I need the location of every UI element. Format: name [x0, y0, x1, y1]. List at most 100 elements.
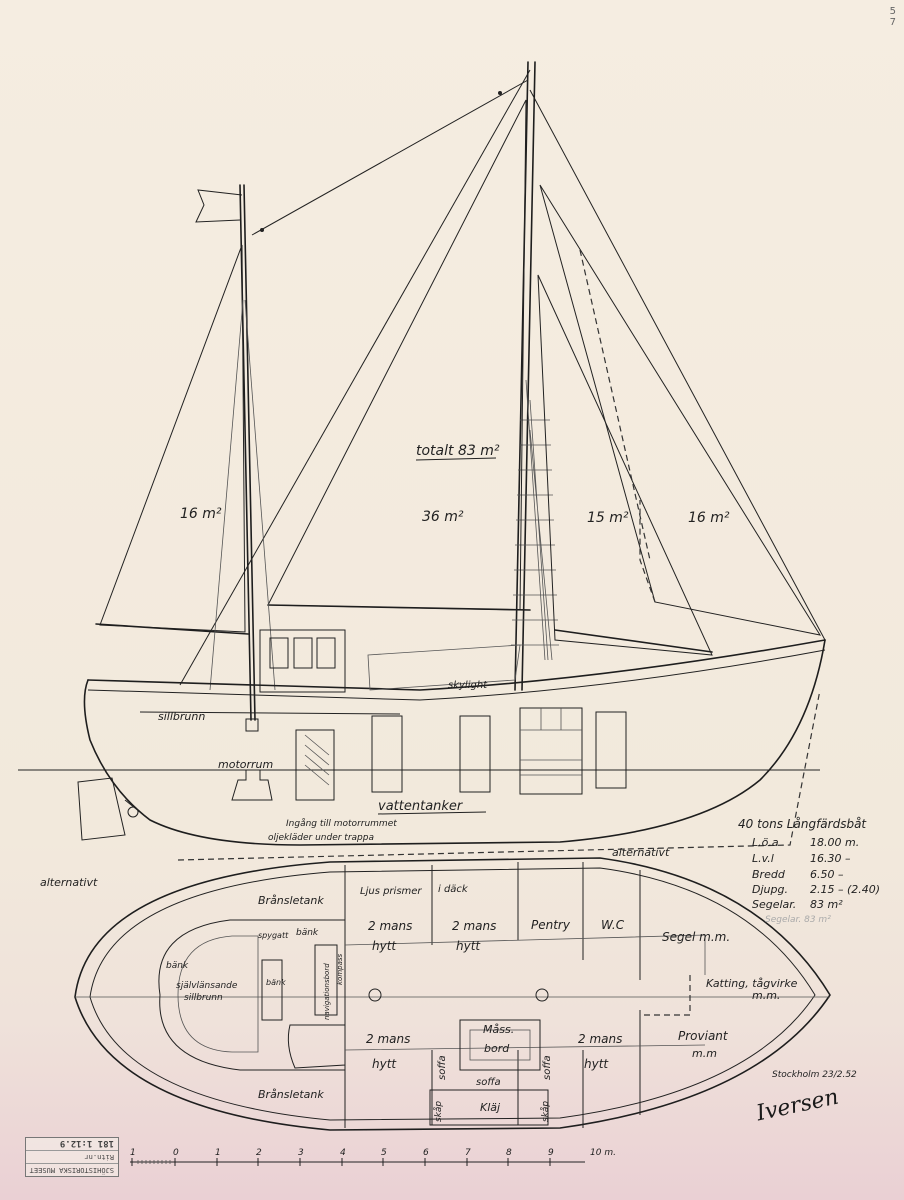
bank-top-label: bänk — [296, 928, 319, 938]
spec-value-segelar: 83 m² — [810, 898, 843, 911]
mizzen-sail — [99, 244, 246, 633]
mass-label: Måss. — [483, 1023, 514, 1036]
sillbrunn-plan-label: sillbrunn — [184, 993, 223, 1003]
i-dack-label: i däck — [438, 884, 469, 895]
mizzen-mast — [195, 184, 259, 732]
hytt-c-line2: hytt — [372, 1057, 397, 1071]
stamp-line1: SJÖHISTORISKA MUSEET — [26, 1163, 118, 1176]
hytt-d-line1: 2 mans — [578, 1032, 622, 1046]
triatic-stay — [251, 79, 529, 236]
bank-center-label: bänk — [266, 978, 286, 987]
skylight-label: skylight — [448, 680, 488, 691]
sillbrunn-label: sillbrunn — [158, 710, 205, 723]
scale-tick-6: 6 — [423, 1148, 429, 1158]
hytt-b-line1: 2 mans — [452, 919, 496, 933]
motorrum-label: motorrum — [218, 758, 273, 771]
ljus-prismer-label: Ljus prismer — [360, 886, 422, 897]
scale-tick-m1: 1 — [130, 1148, 136, 1158]
main-boom — [267, 604, 531, 611]
jib-area-label: 16 m² — [688, 510, 730, 526]
scale-tick-10: 10 m. — [590, 1148, 616, 1158]
staysail-boom — [554, 629, 713, 653]
kompass-label: kompass — [336, 953, 344, 985]
spec-label-loa: L.ö.a — [752, 836, 779, 849]
spec-faint-line: Segelar. 83 m² — [765, 915, 831, 925]
main-mast — [511, 61, 559, 691]
spec-value-loa: 18.00 m. — [810, 836, 859, 849]
spec-value-djupg: 2.15 – (2.40) — [810, 883, 880, 896]
ingang-label: Ingång till motorrummet — [286, 818, 397, 829]
corner-number-bottom: 7 — [889, 17, 896, 28]
spec-label-lvl: L.v.l — [752, 852, 774, 865]
sail-total-label: totalt 83 m² — [416, 443, 500, 459]
mast-step-fore — [535, 988, 549, 1002]
alternative-keel — [177, 689, 821, 861]
pentry-label: Pentry — [531, 918, 571, 932]
scale-tick-4: 4 — [340, 1148, 346, 1158]
spec-label-djupg: Djupg. — [752, 883, 788, 896]
locker-row — [429, 1089, 549, 1126]
main-sail — [267, 99, 527, 611]
hytt-a-line1: 2 mans — [368, 919, 412, 933]
skylight-outline — [367, 644, 521, 691]
deckhouse — [259, 629, 346, 693]
stamp-number: 181 1:12.9 — [59, 1138, 114, 1148]
scale-tick-2: 2 — [256, 1148, 262, 1158]
spec-value-lvl: 16.30 – — [810, 852, 851, 865]
museum-stamp: SJÖHISTORISKA MUSEET Ritn.nr 181 1:12.9 — [25, 1137, 119, 1177]
sjalvlansande-label: självlänsande — [176, 981, 238, 991]
stairs — [295, 729, 335, 801]
soffa-bottom-label: soffa — [476, 1077, 501, 1088]
corner-mark: 5 7 — [890, 6, 896, 28]
spiral-stair — [287, 1024, 346, 1069]
scale-bar: 1 0 1 2 3 4 5 6 7 8 9 10 m. — [130, 1148, 616, 1166]
door-2 — [459, 715, 491, 793]
oljeklader-label: oljekläder under trappa — [268, 833, 374, 843]
main-area-label: 36 m² — [422, 509, 464, 525]
mast-step-aft — [368, 988, 382, 1002]
scale-tick-9: 9 — [548, 1148, 554, 1158]
spec-block: 40 tons Långfärdsbåt L.ö.a 18.00 m. L.v.… — [738, 817, 880, 925]
hull-profile — [77, 629, 826, 861]
hytt-b-line2: hytt — [456, 939, 481, 953]
scale-tick-1: 1 — [215, 1148, 221, 1158]
navigationsbord-label: navigationsbord — [323, 963, 331, 1020]
place-date-label: Stockholm 23/2.52 — [772, 1070, 857, 1080]
katting-label: Katting, tågvirke — [706, 977, 798, 990]
staysail-area-label: 15 m² — [587, 510, 629, 526]
skap-right-label: skåp — [540, 1101, 551, 1122]
proviant-label: Proviant — [678, 1029, 729, 1043]
hytt-c-line1: 2 mans — [366, 1032, 410, 1046]
mizzen-boom — [95, 623, 249, 635]
soffa-left-label: soffa — [437, 1055, 448, 1080]
mess-table — [459, 1019, 541, 1071]
alternativt-left-label: alternativt — [40, 876, 98, 889]
engine — [231, 769, 273, 801]
katting-mm-label: m.m. — [752, 989, 780, 1002]
proviant-mm-label: m.m — [692, 1047, 717, 1060]
forestay — [529, 89, 826, 641]
spec-label-segelar: Segelar. — [752, 898, 796, 911]
bransletank-bottom-label: Brånsletank — [258, 1088, 324, 1101]
hull-plan — [74, 857, 831, 1131]
skap-left-label: skåp — [433, 1101, 444, 1122]
wc-label: W.C — [601, 918, 625, 932]
spec-title: 40 tons Långfärdsbåt — [738, 817, 867, 831]
mizzen-area-label: 16 m² — [180, 506, 222, 522]
bench-center — [261, 959, 283, 1021]
nav-table — [314, 944, 338, 1016]
bank-left-label: bänk — [166, 961, 189, 971]
scale-tick-7: 7 — [465, 1148, 471, 1158]
bord-label: bord — [484, 1042, 510, 1055]
spec-value-bredd: 6.50 – — [810, 868, 844, 881]
door-3 — [595, 711, 627, 789]
rudder — [77, 777, 126, 841]
spec-label-bredd: Bredd — [752, 868, 786, 881]
propeller — [127, 806, 139, 818]
flag — [195, 189, 243, 223]
hytt-a-line2: hytt — [372, 939, 397, 953]
scale-tick-3: 3 — [298, 1148, 304, 1158]
staysail — [537, 274, 713, 656]
spygatt-label: spygatt — [258, 931, 289, 940]
